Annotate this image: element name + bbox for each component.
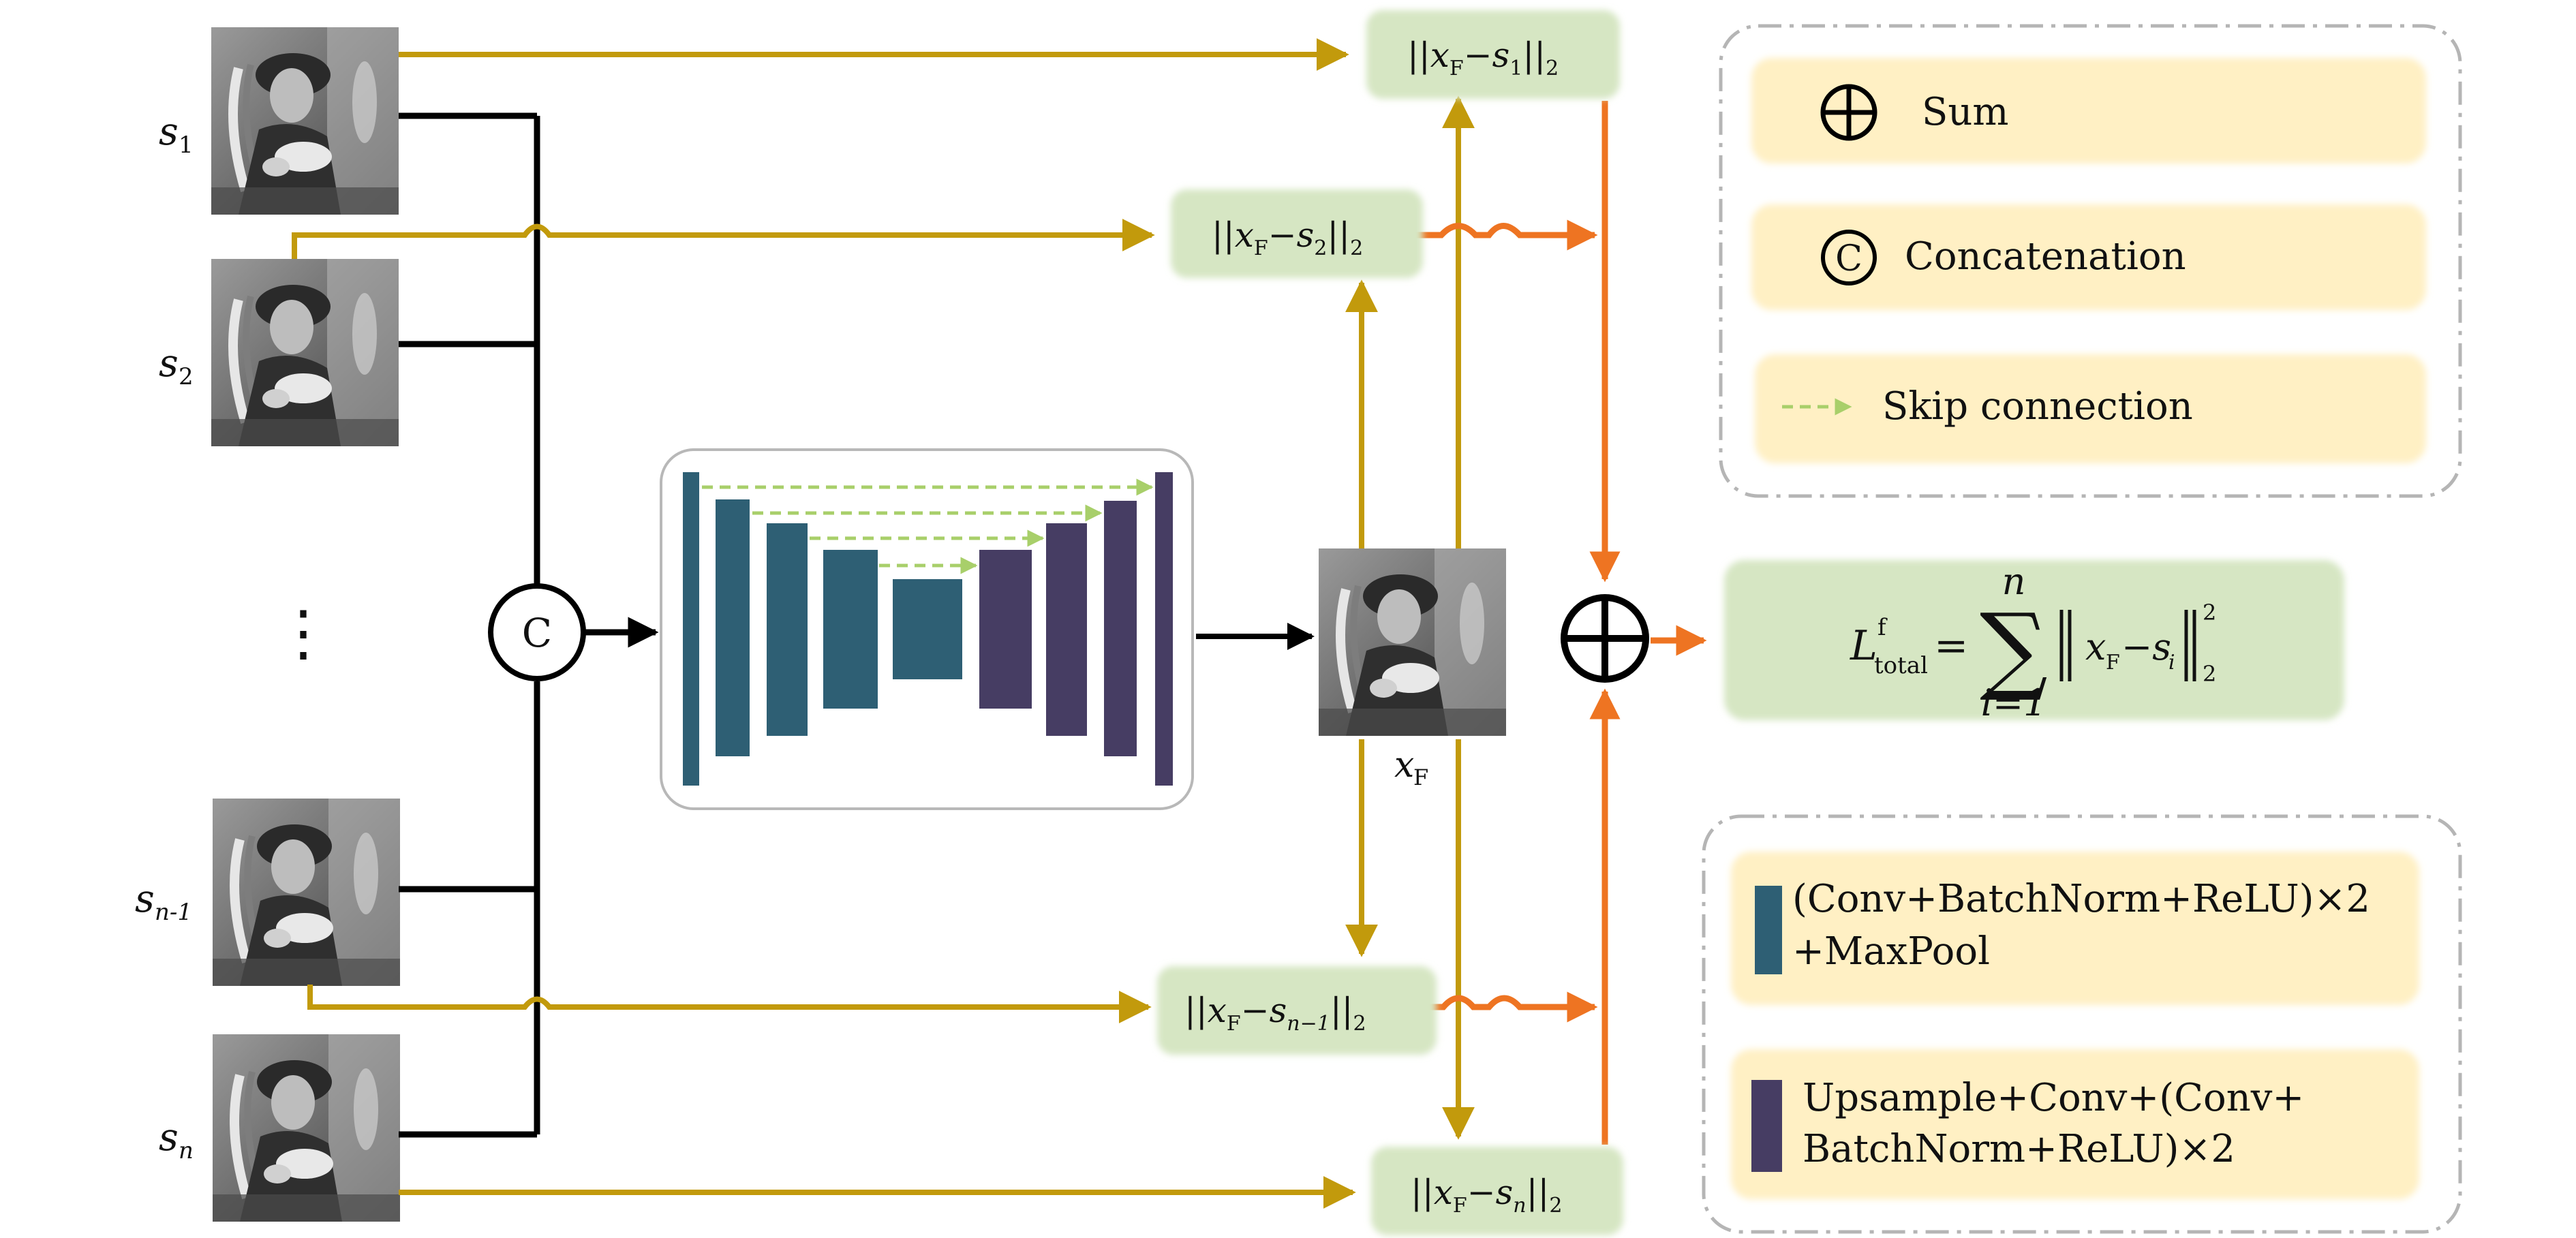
input-image-sn-1	[213, 799, 400, 986]
legend-decoder-line1: Upsample+Conv+(Conv+	[1803, 1076, 2304, 1120]
legend-decoder-swatch	[1751, 1080, 1782, 1172]
gold-lines	[292, 38, 1475, 1209]
encoder-bar-4	[823, 550, 878, 709]
decoder-bar-3	[1104, 501, 1137, 756]
svg-text:n-1: n-1	[155, 899, 192, 926]
input-image-sn	[213, 1034, 400, 1222]
svg-text:n: n	[179, 1137, 194, 1164]
svg-text:C: C	[522, 610, 552, 656]
svg-text:||xF−sn||2: ||xF−sn||2	[1411, 1173, 1562, 1218]
svg-text:s: s	[159, 341, 179, 386]
svg-text:||xF−s1||2: ||xF−s1||2	[1407, 35, 1559, 80]
svg-text:||xF−s2||2: ||xF−s2||2	[1212, 215, 1363, 260]
legend-encoder-swatch	[1755, 886, 1782, 974]
output-image-xF	[1319, 548, 1506, 736]
legend-skip-label: Skip connection	[1882, 384, 2193, 429]
input-label-sn: s n	[159, 1115, 194, 1164]
unet-block	[660, 448, 1194, 810]
legend-sum-label: Sum	[1922, 90, 2009, 134]
svg-text:f: f	[1877, 614, 1888, 641]
svg-text:||xF−sn−1||2: ||xF−sn−1||2	[1184, 991, 1366, 1036]
output-label: x F	[1394, 745, 1428, 790]
total-loss-box: L f total = ∑ n i=1 x F −s i 2 2	[1724, 560, 2344, 724]
svg-text:x: x	[2085, 625, 2106, 668]
legend-concat-label: Concatenation	[1905, 234, 2186, 279]
decoder-bar-4	[1155, 472, 1173, 786]
total-loss-lhs: L	[1850, 622, 1877, 670]
bottleneck-bar	[893, 579, 962, 679]
legend-concat-icon: C	[1821, 230, 1877, 285]
ellipsis: ⋮	[273, 598, 334, 669]
svg-text:2: 2	[179, 363, 194, 390]
svg-text:s: s	[159, 110, 179, 154]
svg-text:s: s	[135, 877, 155, 921]
svg-text:−s: −s	[2121, 625, 2171, 668]
svg-text:C: C	[1835, 238, 1862, 279]
decoder-bar-1	[979, 550, 1032, 709]
legend-decoder-line2: BatchNorm+ReLU)×2	[1803, 1127, 2235, 1171]
svg-text:total: total	[1874, 652, 1928, 679]
input-label-s1: s 1	[159, 110, 194, 159]
orange-lines	[1414, 101, 1707, 1145]
svg-text:i: i	[2168, 651, 2175, 675]
encoder-bar-2	[716, 499, 750, 756]
legend-encoder-line2: +MaxPool	[1792, 929, 1990, 974]
encoder-bar-1	[683, 472, 699, 786]
svg-text:F: F	[1413, 764, 1428, 790]
svg-text:s: s	[159, 1115, 179, 1160]
sum-node	[1561, 594, 1649, 683]
loss-term-s1: ||xF−s1||2	[1366, 10, 1620, 99]
svg-text:x: x	[1394, 745, 1414, 786]
loss-term-sn: ||xF−sn||2	[1371, 1147, 1623, 1235]
legend-top: Sum C Concatenation Skip connection	[1719, 24, 2462, 498]
svg-text:F: F	[2106, 651, 2120, 675]
sum-sign: ∑	[1980, 593, 2048, 705]
legend-bottom: (Conv+BatchNorm+ReLU)×2 +MaxPool Upsampl…	[1702, 814, 2462, 1234]
skip-connections	[702, 478, 1154, 574]
svg-text:2: 2	[2203, 661, 2216, 687]
loss-term-sn-1: ||xF−sn−1||2	[1157, 966, 1437, 1055]
input-label-s2: s 2	[159, 341, 194, 390]
svg-text:1: 1	[179, 131, 194, 159]
concat-lines	[399, 112, 659, 1138]
loss-term-s2: ||xF−s2||2	[1171, 189, 1423, 278]
input-image-s1	[211, 27, 399, 215]
svg-text:=: =	[1934, 622, 1968, 670]
encoder-bar-3	[767, 523, 808, 736]
svg-text:2: 2	[2203, 600, 2216, 625]
legend-encoder-line1: (Conv+BatchNorm+ReLU)×2	[1792, 877, 2370, 921]
svg-text:i=1: i=1	[1981, 681, 2047, 724]
svg-text:n: n	[2002, 560, 2026, 603]
decoder-bar-2	[1046, 523, 1087, 736]
input-image-s2	[211, 259, 399, 446]
concat-node: C	[488, 583, 586, 681]
legend-sum-icon	[1820, 84, 1877, 141]
input-label-sn-1: s n-1	[135, 877, 192, 926]
